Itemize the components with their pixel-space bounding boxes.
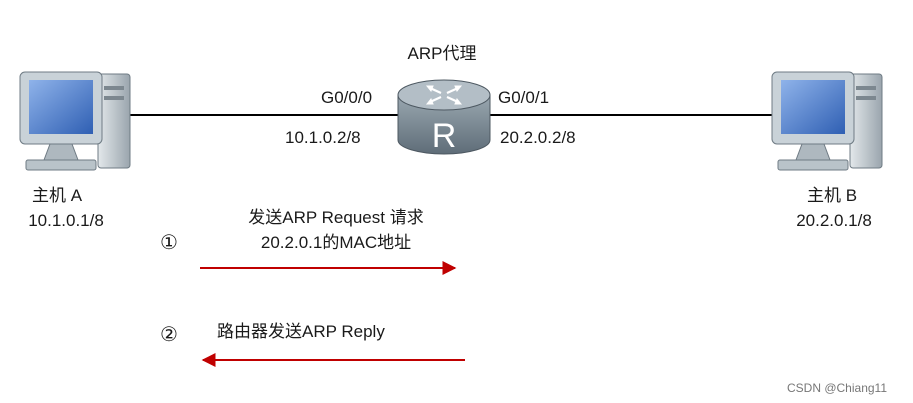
host-a-computer-icon (19, 71, 131, 171)
host-b-ip: 20.2.0.1/8 (796, 211, 872, 230)
host-a-name: 主机 A (31, 186, 83, 205)
router-icon: R (397, 79, 491, 155)
router-left-ip: 10.1.0.2/8 (285, 128, 361, 147)
step-2-number: ② (160, 324, 178, 346)
step-1-line-2: 20.2.0.1的MAC地址 (260, 233, 412, 252)
step-1-line-1: 发送ARP Request 请求 (248, 208, 424, 227)
router-title: ARP代理 (407, 44, 477, 63)
router-right-port: G0/0/1 (498, 88, 550, 107)
host-a-ip: 10.1.0.1/8 (28, 211, 104, 230)
host-b-computer-icon (771, 71, 883, 171)
router-letter: R (432, 117, 457, 155)
step-1-number: ① (160, 232, 178, 254)
host-b-name: 主机 B (806, 186, 858, 205)
router-right-ip: 20.2.0.2/8 (500, 128, 576, 147)
router-left-port: G0/0/0 (321, 88, 373, 107)
watermark: CSDN @Chiang11 (787, 381, 888, 395)
step-2-text: 路由器发送ARP Reply (217, 322, 385, 341)
